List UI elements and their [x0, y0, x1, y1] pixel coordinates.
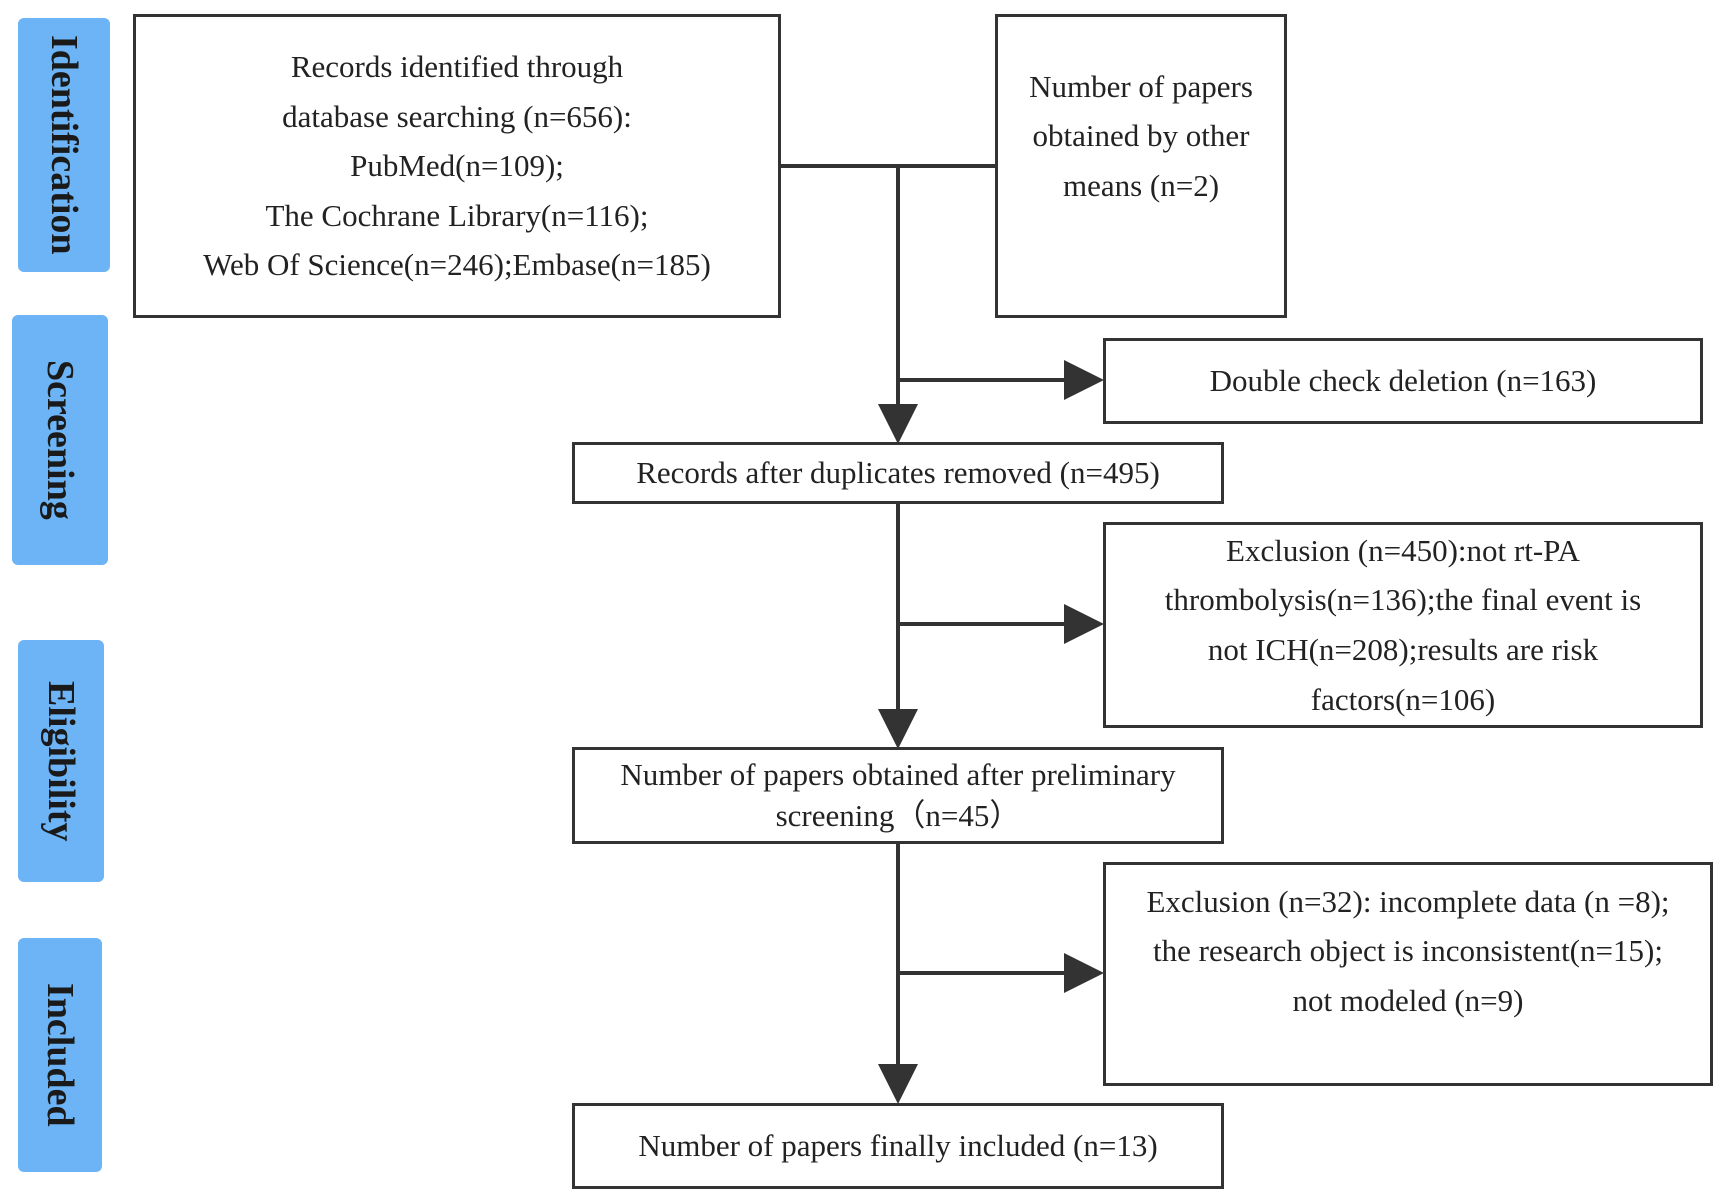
stage-screening: Screening: [12, 315, 108, 565]
double-check-box: Double check deletion (n=163): [1103, 338, 1703, 424]
stage-included: Included: [18, 938, 102, 1172]
exclusion-450-line-3: not ICH(n=208);results are risk: [1207, 632, 1599, 667]
stage-included-label: Included: [39, 983, 81, 1127]
other-means-box: Number of papers obtained by other means…: [995, 14, 1287, 318]
final-included-line-1: Number of papers finally included (n=13): [638, 1128, 1158, 1164]
database-search-line-2: database searching (n=656):: [282, 98, 632, 134]
database-search-line-5: Web Of Science(n=246);Embase(n=185): [203, 247, 711, 283]
database-search-box: Records identified through database sear…: [133, 14, 781, 318]
other-means-line-3: means (n=2): [1062, 167, 1220, 203]
double-check-line-1: Double check deletion (n=163): [1209, 363, 1597, 399]
exclusion-450-line-2: thrombolysis(n=136);the final event is: [1164, 582, 1642, 618]
exclusion-450-line-1: Exclusion (n=450):not rt-PA: [1226, 532, 1580, 568]
database-search-line-4: The Cochrane Library(n=116);: [265, 197, 649, 233]
database-search-line-1: Records identified through: [290, 49, 624, 85]
final-included-box: Number of papers finally included (n=13): [572, 1103, 1224, 1189]
exclusion-32-box: Exclusion (n=32): incomplete data (n =8)…: [1103, 862, 1713, 1086]
preliminary-box: Number of papers obtained after prelimin…: [572, 747, 1224, 844]
exclusion-32-line-1: Exclusion (n=32): incomplete data (n =8)…: [1146, 883, 1670, 919]
stage-identification-label: Identification: [43, 35, 85, 255]
other-means-line-2: obtained by other: [1032, 118, 1250, 154]
database-search-line-3: PubMed(n=109);: [350, 148, 564, 184]
stage-eligibility-label: Eligibility: [40, 680, 82, 842]
after-duplicates-line-1: Records after duplicates removed (n=495): [636, 455, 1160, 491]
exclusion-450-line-4: factors(n=106): [1310, 681, 1496, 717]
stage-screening-label: Screening: [39, 360, 81, 520]
exclusion-32-line-3: not modeled (n=9): [1292, 982, 1524, 1018]
after-duplicates-box: Records after duplicates removed (n=495): [572, 442, 1224, 504]
preliminary-line-1: Number of papers obtained after prelimin…: [620, 757, 1176, 793]
stage-eligibility: Eligibility: [18, 640, 104, 882]
preliminary-line-2: screening（n=45）: [775, 797, 1021, 833]
stage-identification: Identification: [18, 18, 110, 272]
exclusion-450-box: Exclusion (n=450):not rt-PA thrombolysis…: [1103, 522, 1703, 728]
other-means-line-1: Number of papers: [1029, 68, 1253, 104]
exclusion-32-line-2: the research object is inconsistent(n=15…: [1153, 933, 1663, 969]
